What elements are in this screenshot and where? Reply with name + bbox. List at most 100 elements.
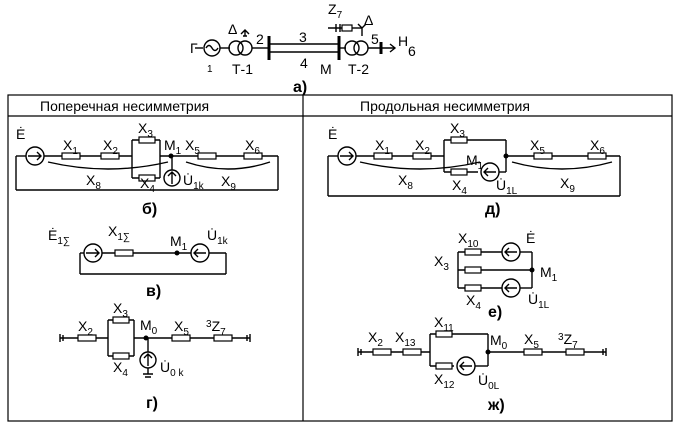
zh-u0l-label: U̇0L [478, 372, 500, 392]
g-m0-label: M0 [140, 317, 158, 337]
b-x3-label: X3 [138, 120, 153, 140]
d-x9-brace [511, 161, 613, 170]
b-x8-brace [47, 161, 169, 170]
zh-z7-label: 3Z7 [558, 331, 578, 351]
left-header: Поперечная несимметрия [40, 98, 209, 114]
b-x2-resistor [100, 152, 120, 160]
e-u1l-label: U̇1L [528, 291, 550, 311]
z7-label: Z7 [328, 1, 343, 21]
zh-x2-resistor [372, 348, 392, 356]
zh-x11-label: X11 [434, 314, 454, 334]
v-emf-label: Ė1∑ [48, 226, 70, 247]
g-z7-label: 3Z7 [206, 318, 226, 338]
b-x6-label: X6 [245, 137, 260, 157]
main-frame [7, 94, 673, 422]
v-x1sum-resistor [114, 249, 134, 257]
d-u1l-label: U̇1L [496, 177, 518, 197]
e-m1-label: M1 [540, 264, 558, 284]
caption-d: д) [485, 201, 500, 218]
d-x6-label: X6 [590, 137, 605, 157]
zh-x13-resistor [402, 348, 422, 356]
b-x2-label: X2 [103, 137, 118, 157]
t1-delta-symbol: Δ [228, 21, 237, 37]
caption-zh: ж) [487, 397, 505, 414]
generator-label: Г [190, 40, 198, 56]
scheme-d: Ė X1 X2 X3 X4 M1 U̇1L X5 X6 X8 X9 д) [327, 120, 621, 218]
line-3-label: 3 [299, 29, 307, 45]
b-x8-label: X8 [86, 172, 101, 192]
zh-x13-label: X13 [395, 329, 416, 349]
d-x2-label: X2 [415, 137, 430, 157]
caption-v: в) [146, 283, 161, 300]
scheme-v: Ė1∑ X1∑ M1 U̇1k в) [48, 223, 229, 300]
top-schematic: Г 1 Δ Т-1 2 3 4 М Z7 Δ Т-2 5 Н 6 а) [190, 1, 416, 96]
b-x9-label: X9 [221, 173, 236, 193]
b-x1-resistor [61, 152, 81, 160]
v-x1sum-label: X1∑ [108, 223, 130, 243]
d-x4-label: X4 [452, 177, 467, 197]
d-x5-resistor [533, 152, 553, 160]
g-x5-label: X5 [174, 318, 189, 338]
caption-a: а) [293, 79, 307, 96]
node-2-label: 2 [256, 31, 264, 47]
scheme-g: X2 X3 X4 M0 U̇0 k X5 3Z7 г) [59, 300, 251, 412]
e-x10-resistor [464, 248, 482, 256]
zh-x2-label: X2 [368, 329, 383, 349]
d-x4-resistor [450, 168, 468, 176]
transformer-t2-w1 [344, 40, 360, 56]
e-x4-resistor [464, 284, 482, 292]
load-arrow [389, 43, 397, 53]
load-label: Н [398, 33, 408, 49]
b-x9-brace [185, 161, 271, 170]
g-x4-label: X4 [113, 359, 128, 379]
d-x3-label: X3 [450, 120, 465, 140]
zh-x5-label: X5 [524, 331, 539, 351]
e-x3-resistor [464, 266, 482, 274]
v-m1-label: M1 [170, 233, 188, 253]
b-x5-label: X5 [185, 137, 200, 157]
t1-label: Т-1 [232, 61, 253, 77]
node-1-label: 1 [207, 64, 213, 75]
zh-z7-resistor [565, 348, 585, 356]
t2-delta-symbol: Δ [364, 12, 373, 28]
b-x4-resistor [138, 174, 156, 182]
g-x2-resistor [77, 334, 97, 342]
d-x6-resistor [587, 152, 607, 160]
g-ground-symbol [143, 368, 153, 378]
b-x1-label: X1 [63, 137, 78, 157]
b-u1k-label: U̇1k [183, 172, 205, 192]
b-x4-label: X4 [140, 175, 155, 195]
b-m1-label: M1 [164, 137, 182, 157]
d-x1-label: X1 [375, 137, 390, 157]
node-6-label: 6 [408, 43, 416, 59]
e-x10-label: X10 [458, 230, 479, 250]
d-x1-resistor [373, 152, 393, 160]
d-x3-resistor [450, 136, 468, 144]
right-header: Продольная несимметрия [360, 98, 530, 114]
caption-b: б) [142, 201, 157, 218]
g-u0k-label: U̇0 k [160, 359, 184, 379]
v-u1k-label: U̇1k [207, 227, 229, 247]
d-x8-brace [359, 161, 481, 170]
d-x5-label: X5 [530, 137, 545, 157]
d-x9-label: X9 [560, 175, 575, 195]
scheme-zh: X2 X13 X11 X12 M0 U̇0L X5 3Z7 ж) [357, 314, 607, 414]
zh-x12-resistor [435, 362, 453, 370]
d-x2-resistor [412, 152, 432, 160]
z7-resistor [341, 24, 353, 32]
b-x3-resistor [138, 136, 156, 144]
g-x3-resistor [112, 316, 130, 324]
scheme-e: X10 X3 X4 Ė U̇1L M1 е) [434, 229, 558, 321]
line-4-label: 4 [300, 55, 308, 71]
g-x5-resistor [171, 334, 191, 342]
node-5-label: 5 [371, 31, 379, 47]
g-x4-resistor [112, 352, 130, 360]
e-x4-label: X4 [466, 292, 481, 312]
caption-e: е) [488, 304, 502, 321]
scheme-b: Ė X1 X2 X3 X4 M1 U̇1k X5 X6 X8 X9 б) [15, 120, 279, 218]
transformer-t1-w2 [237, 40, 253, 56]
fault-point-m-label: М [320, 61, 332, 77]
b-x5-resistor [197, 152, 217, 160]
g-x2-label: X2 [78, 318, 93, 338]
